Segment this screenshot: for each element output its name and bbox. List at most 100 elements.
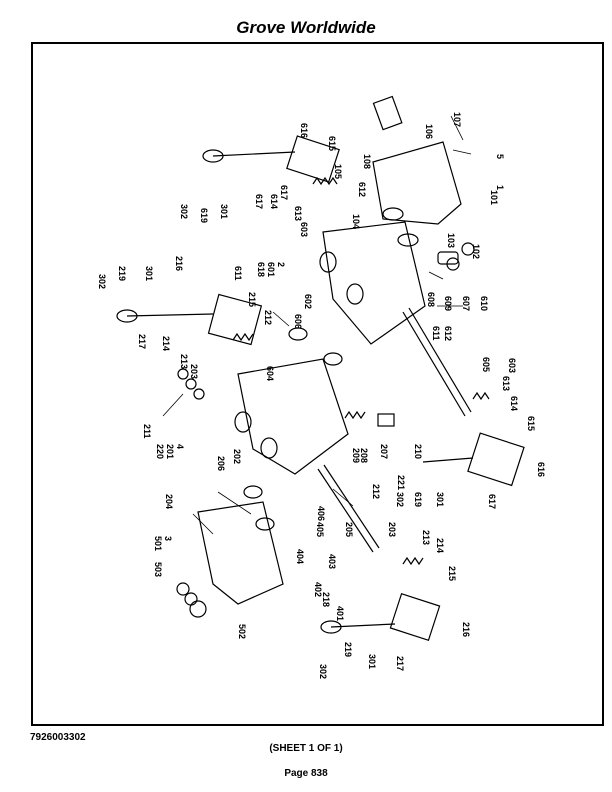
callout-label: 405 (315, 522, 325, 537)
callout-label: 205 (344, 522, 354, 537)
callout-label: 209 (351, 448, 361, 463)
callout-label: 401 (335, 606, 345, 621)
callout-label: 402 (313, 582, 323, 597)
callout-label: 607 (461, 296, 471, 311)
callout-label: 204 (164, 494, 174, 509)
callout-label: 617 (279, 185, 289, 200)
callout-label: 302 (395, 492, 405, 507)
part-number: 7926003302 (30, 732, 86, 743)
callout-label: 202 (232, 449, 242, 464)
callout-label: 614 (509, 396, 519, 411)
callout-label: 604 (265, 366, 275, 381)
callout-label: 220 (155, 444, 165, 459)
exploded-parts-diagram: 1071065108101161661510561261761461360330… (97, 95, 546, 679)
callout-label: 501 (153, 536, 163, 551)
callout-label: 214 (435, 538, 445, 553)
callout-label: 4 (175, 444, 185, 449)
callout-label: 406 (316, 506, 326, 521)
callout-label: 301 (144, 266, 154, 281)
valve-section-3 (197, 501, 284, 605)
valve-section-2 (322, 221, 426, 345)
callout-label: 5 (495, 154, 505, 159)
callout-label: 610 (479, 296, 489, 311)
callout-label: 616 (536, 462, 546, 477)
callout-label: 213 (421, 530, 431, 545)
bonnet-left (207, 293, 263, 346)
callout-label: 619 (413, 492, 423, 507)
page-number: Page 838 (284, 768, 328, 779)
callout-label: 404 (295, 549, 305, 564)
callout-label: 101 (489, 190, 499, 205)
callout-label: 103 (446, 233, 456, 248)
callout-label: 606 (293, 314, 303, 329)
callout-label: 104 (351, 214, 361, 229)
callout-label: 219 (117, 266, 127, 281)
callout-label: 601 (266, 262, 276, 277)
callout-label: 105 (333, 164, 343, 179)
callout-label: 302 (97, 274, 107, 289)
callout-label: 3 (163, 536, 173, 541)
callout-label: 603 (507, 358, 517, 373)
callout-label: 219 (343, 642, 353, 657)
callout-label: 102 (471, 244, 481, 259)
valve-section-1 (372, 141, 462, 225)
callout-label: 216 (174, 256, 184, 271)
callout-label: 608 (426, 292, 436, 307)
callout-label: 210 (413, 444, 423, 459)
callout-label: 302 (318, 664, 328, 679)
callout-label: 1 (495, 185, 505, 190)
callout-label: 213 (179, 354, 189, 369)
bonnet-bottom (389, 592, 441, 642)
callout-label: 618 (256, 262, 266, 277)
callout-label: 612 (443, 326, 453, 341)
valve-section-4 (237, 358, 349, 475)
callout-label: 208 (359, 448, 369, 463)
callout-label: 216 (461, 622, 471, 637)
callout-label: 106 (424, 124, 434, 139)
callout-label: 616 (299, 123, 309, 138)
callout-label: 212 (263, 310, 273, 325)
callout-label: 605 (481, 357, 491, 372)
callout-label: 2 (276, 262, 286, 267)
callout-label: 611 (233, 266, 243, 281)
callout-label: 617 (254, 194, 264, 209)
callout-label: 215 (247, 292, 257, 307)
callout-label: 203 (189, 364, 199, 379)
callout-label: 301 (435, 492, 445, 507)
callout-label: 107 (452, 112, 462, 127)
callout-label: 614 (269, 194, 279, 209)
callout-label: 203 (387, 522, 397, 537)
callout-label: 502 (237, 624, 247, 639)
callout-label: 218 (321, 592, 331, 607)
callout-label: 615 (526, 416, 536, 431)
callout-label: 215 (447, 566, 457, 581)
callout-label: 217 (137, 334, 147, 349)
callout-label: 301 (367, 654, 377, 669)
callout-label: 207 (379, 444, 389, 459)
callout-label: 613 (293, 206, 303, 221)
callout-label: 403 (327, 554, 337, 569)
callout-label: 206 (216, 456, 226, 471)
callout-label: 611 (431, 326, 441, 341)
page-title: Grove Worldwide (236, 18, 376, 37)
callout-label: 613 (501, 376, 511, 391)
callout-label: 503 (153, 562, 163, 577)
callout-label: 211 (142, 424, 152, 439)
callout-label: 603 (299, 222, 309, 237)
callout-label: 619 (199, 208, 209, 223)
callout-label: 609 (443, 296, 453, 311)
callout-label: 615 (327, 136, 337, 151)
callout-label: 602 (303, 294, 313, 309)
callout-label: 221 (396, 475, 406, 490)
callout-label: 301 (219, 204, 229, 219)
callout-label: 214 (161, 336, 171, 351)
sheet-indicator: (SHEET 1 OF 1) (269, 743, 343, 754)
callout-label: 617 (487, 494, 497, 509)
callout-label: 212 (371, 484, 381, 499)
bonnet-right (467, 432, 525, 487)
callout-label: 201 (165, 444, 175, 459)
callout-label: 612 (357, 182, 367, 197)
callout-label: 302 (179, 204, 189, 219)
callout-label: 217 (395, 656, 405, 671)
